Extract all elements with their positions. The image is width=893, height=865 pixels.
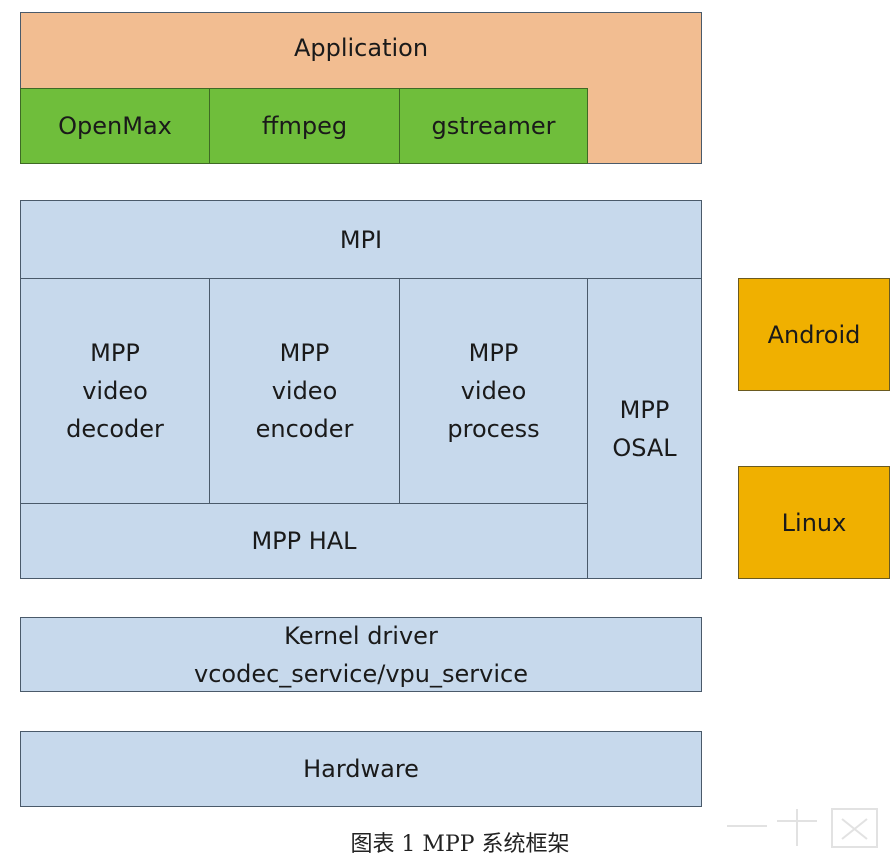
hardware-label: Hardware (303, 755, 419, 783)
ffmpeg-label: ffmpeg (261, 112, 348, 140)
android-box: Android (738, 278, 890, 391)
mpp-hal-label: MPP HAL (251, 527, 357, 555)
mpp-video-decoder-box: MPP video decoder (20, 278, 210, 504)
mpp-video-encoder-box: MPP video encoder (209, 278, 400, 504)
mpp-video-decoder-label: MPP video decoder (66, 339, 164, 443)
mpp-video-encoder-label: MPP video encoder (255, 339, 354, 443)
mpp-video-process-label: MPP video process (447, 339, 540, 443)
linux-label: Linux (781, 508, 847, 537)
application-label: Application (293, 34, 429, 62)
ffmpeg-box: ffmpeg (209, 88, 400, 164)
kernel-driver-label: Kernel driver (284, 621, 438, 650)
mpi-label: MPI (339, 225, 383, 254)
openmax-box: OpenMax (20, 88, 210, 164)
kernel-driver-box: Kernel driver vcodec_service/vpu_service (20, 617, 702, 692)
linux-box: Linux (738, 466, 890, 579)
android-label: Android (767, 320, 861, 349)
mpp-hal-box: MPP HAL (20, 503, 588, 579)
watermark-logo (727, 808, 878, 848)
kernel-service-label: vcodec_service/vpu_service (194, 659, 528, 688)
figure-caption: 图表 1 MPP 系统框架 (350, 832, 570, 857)
hardware-box: Hardware (20, 731, 702, 807)
mpp-osal-box: MPP OSAL (587, 278, 702, 579)
gstreamer-box: gstreamer (399, 88, 588, 164)
openmax-label: OpenMax (58, 112, 172, 140)
gstreamer-label: gstreamer (431, 112, 556, 140)
mpp-osal-label: MPP OSAL (612, 395, 677, 462)
mpi-box: MPI (20, 200, 702, 279)
mpp-video-process-box: MPP video process (399, 278, 588, 504)
